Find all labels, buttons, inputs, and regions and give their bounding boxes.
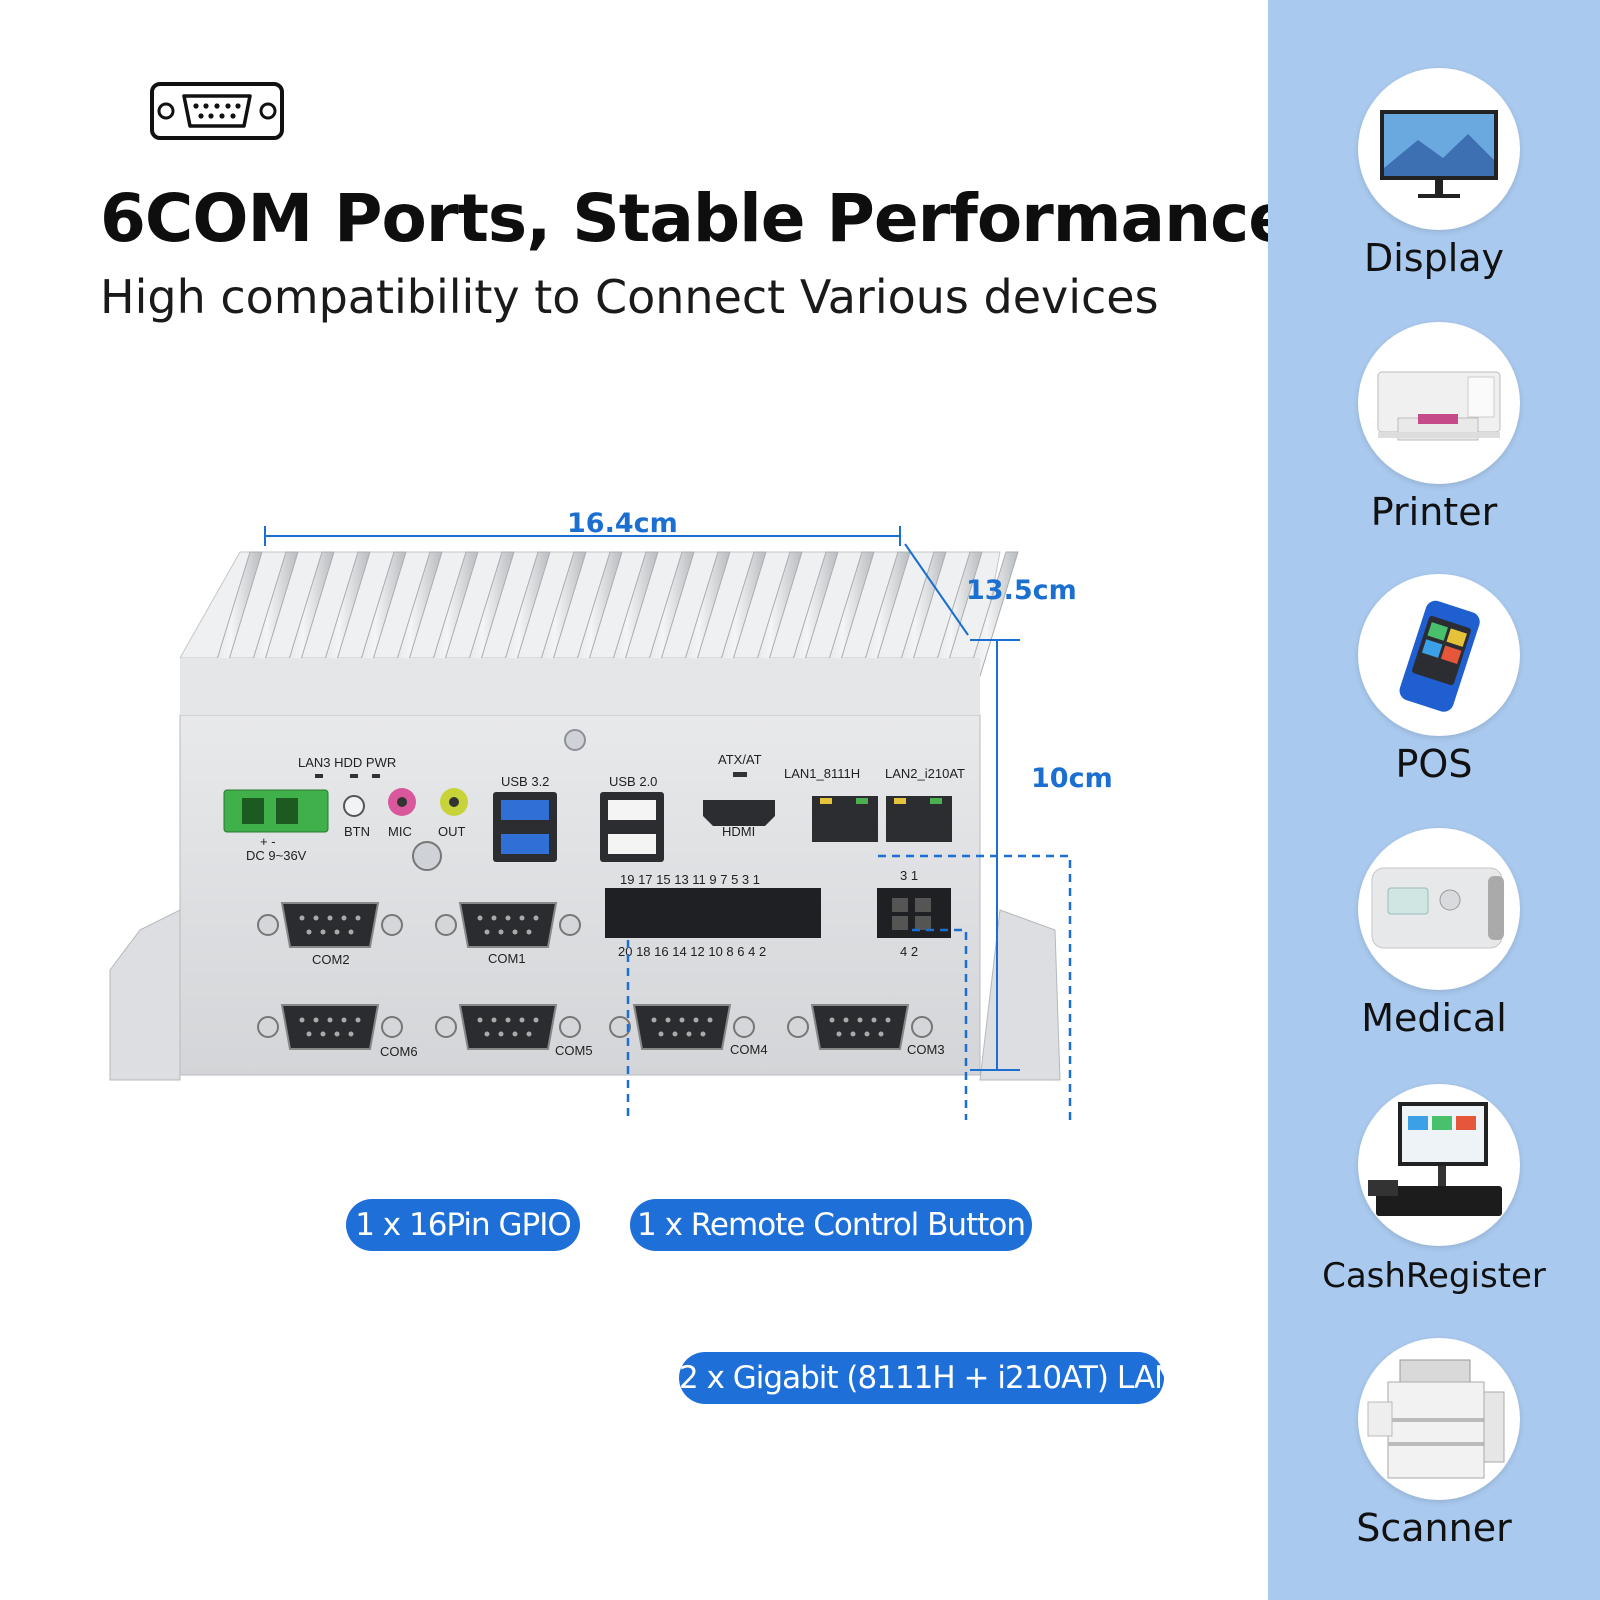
height-dimension: 10cm <box>1031 763 1113 794</box>
lan2-label: LAN2_i210AT <box>885 766 965 781</box>
page-title: 6COM Ports, Stable Performance <box>100 180 1293 257</box>
page-subtitle: High compatibility to Connect Various de… <box>100 270 1159 324</box>
com1-label: COM1 <box>488 951 526 966</box>
mic-label: MIC <box>388 824 412 839</box>
monitor-icon <box>1380 110 1498 198</box>
com6-label: COM6 <box>380 1044 418 1059</box>
pos-terminal-icon <box>1399 600 1480 712</box>
gpio-top-pins: 19 17 15 13 11 9 7 5 3 1 <box>620 872 760 887</box>
com3-label: COM3 <box>907 1042 945 1057</box>
serial-port-icon <box>150 82 284 140</box>
remote-button-callout: 1 x Remote Control Button <box>630 1199 1032 1251</box>
db9-serial-port <box>435 1004 581 1050</box>
btn-label: BTN <box>344 824 370 839</box>
usb32-label: USB 3.2 <box>501 774 549 789</box>
db9-serial-port <box>609 1004 755 1050</box>
led-labels: LAN3 HDD PWR <box>298 755 396 770</box>
com5-label: COM5 <box>555 1043 593 1058</box>
db9-serial-port <box>257 1004 403 1050</box>
db9-serial-port <box>257 902 403 948</box>
cash-register-icon <box>1368 1102 1502 1216</box>
scanner-icon <box>1367 1359 1505 1479</box>
device-label: Display <box>1363 236 1505 280</box>
device-label: Printer <box>1370 490 1498 534</box>
atx-label: ATX/AT <box>718 752 762 767</box>
power-label: DC 9~36V <box>246 848 307 863</box>
db9-serial-port <box>435 902 581 948</box>
out-label: OUT <box>438 824 466 839</box>
db9-serial-port <box>787 1004 933 1050</box>
medical-device-icon <box>1371 867 1504 949</box>
polarity-label: + - <box>260 834 276 849</box>
gpio-bottom-pins: 20 18 16 14 12 10 8 6 4 2 <box>618 944 766 959</box>
device-label: CashRegister <box>1322 1256 1546 1296</box>
usb20-label: USB 2.0 <box>609 774 657 789</box>
lan1-label: LAN1_8111H <box>784 766 860 781</box>
hdmi-label: HDMI <box>722 824 755 839</box>
lan-callout: 2 x Gigabit (8111H + i210AT) LAN <box>679 1352 1177 1404</box>
device-label: Medical <box>1361 996 1507 1040</box>
gpio-callout: 1 x 16Pin GPIO <box>346 1199 580 1251</box>
rc-top-pins: 3 1 <box>900 868 918 883</box>
device-label: POS <box>1395 742 1473 786</box>
width-dimension: 16.4cm <box>567 508 678 539</box>
com2-label: COM2 <box>312 952 350 967</box>
com4-label: COM4 <box>730 1042 768 1057</box>
mini-pc-illustration: LAN3 HDD PWR BTN MIC OUT + - DC 9~36V US… <box>109 526 1072 1120</box>
device-compatibility-panel: Display Printer POS <box>1268 0 1600 1600</box>
printer-icon <box>1377 371 1501 441</box>
depth-dimension: 13.5cm <box>966 575 1077 606</box>
rc-bottom-pins: 4 2 <box>900 944 918 959</box>
device-label: Scanner <box>1356 1506 1512 1550</box>
